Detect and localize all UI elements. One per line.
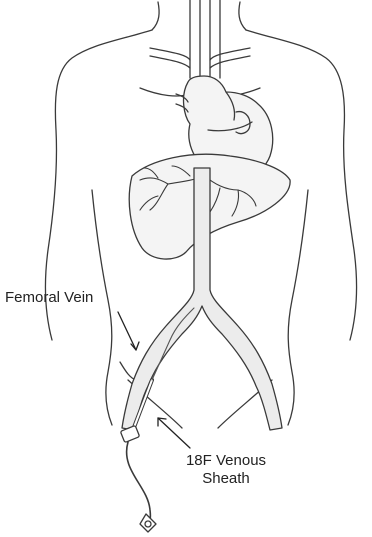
neck-vessels [150,0,250,78]
venous-sheath-label-line2: Sheath [176,470,276,488]
venous-sheath-label: 18F Venous Sheath [176,452,276,488]
femoral-vein-label: Femoral Vein [5,289,93,307]
venous-sheath-label-line1: 18F Venous [176,452,276,470]
